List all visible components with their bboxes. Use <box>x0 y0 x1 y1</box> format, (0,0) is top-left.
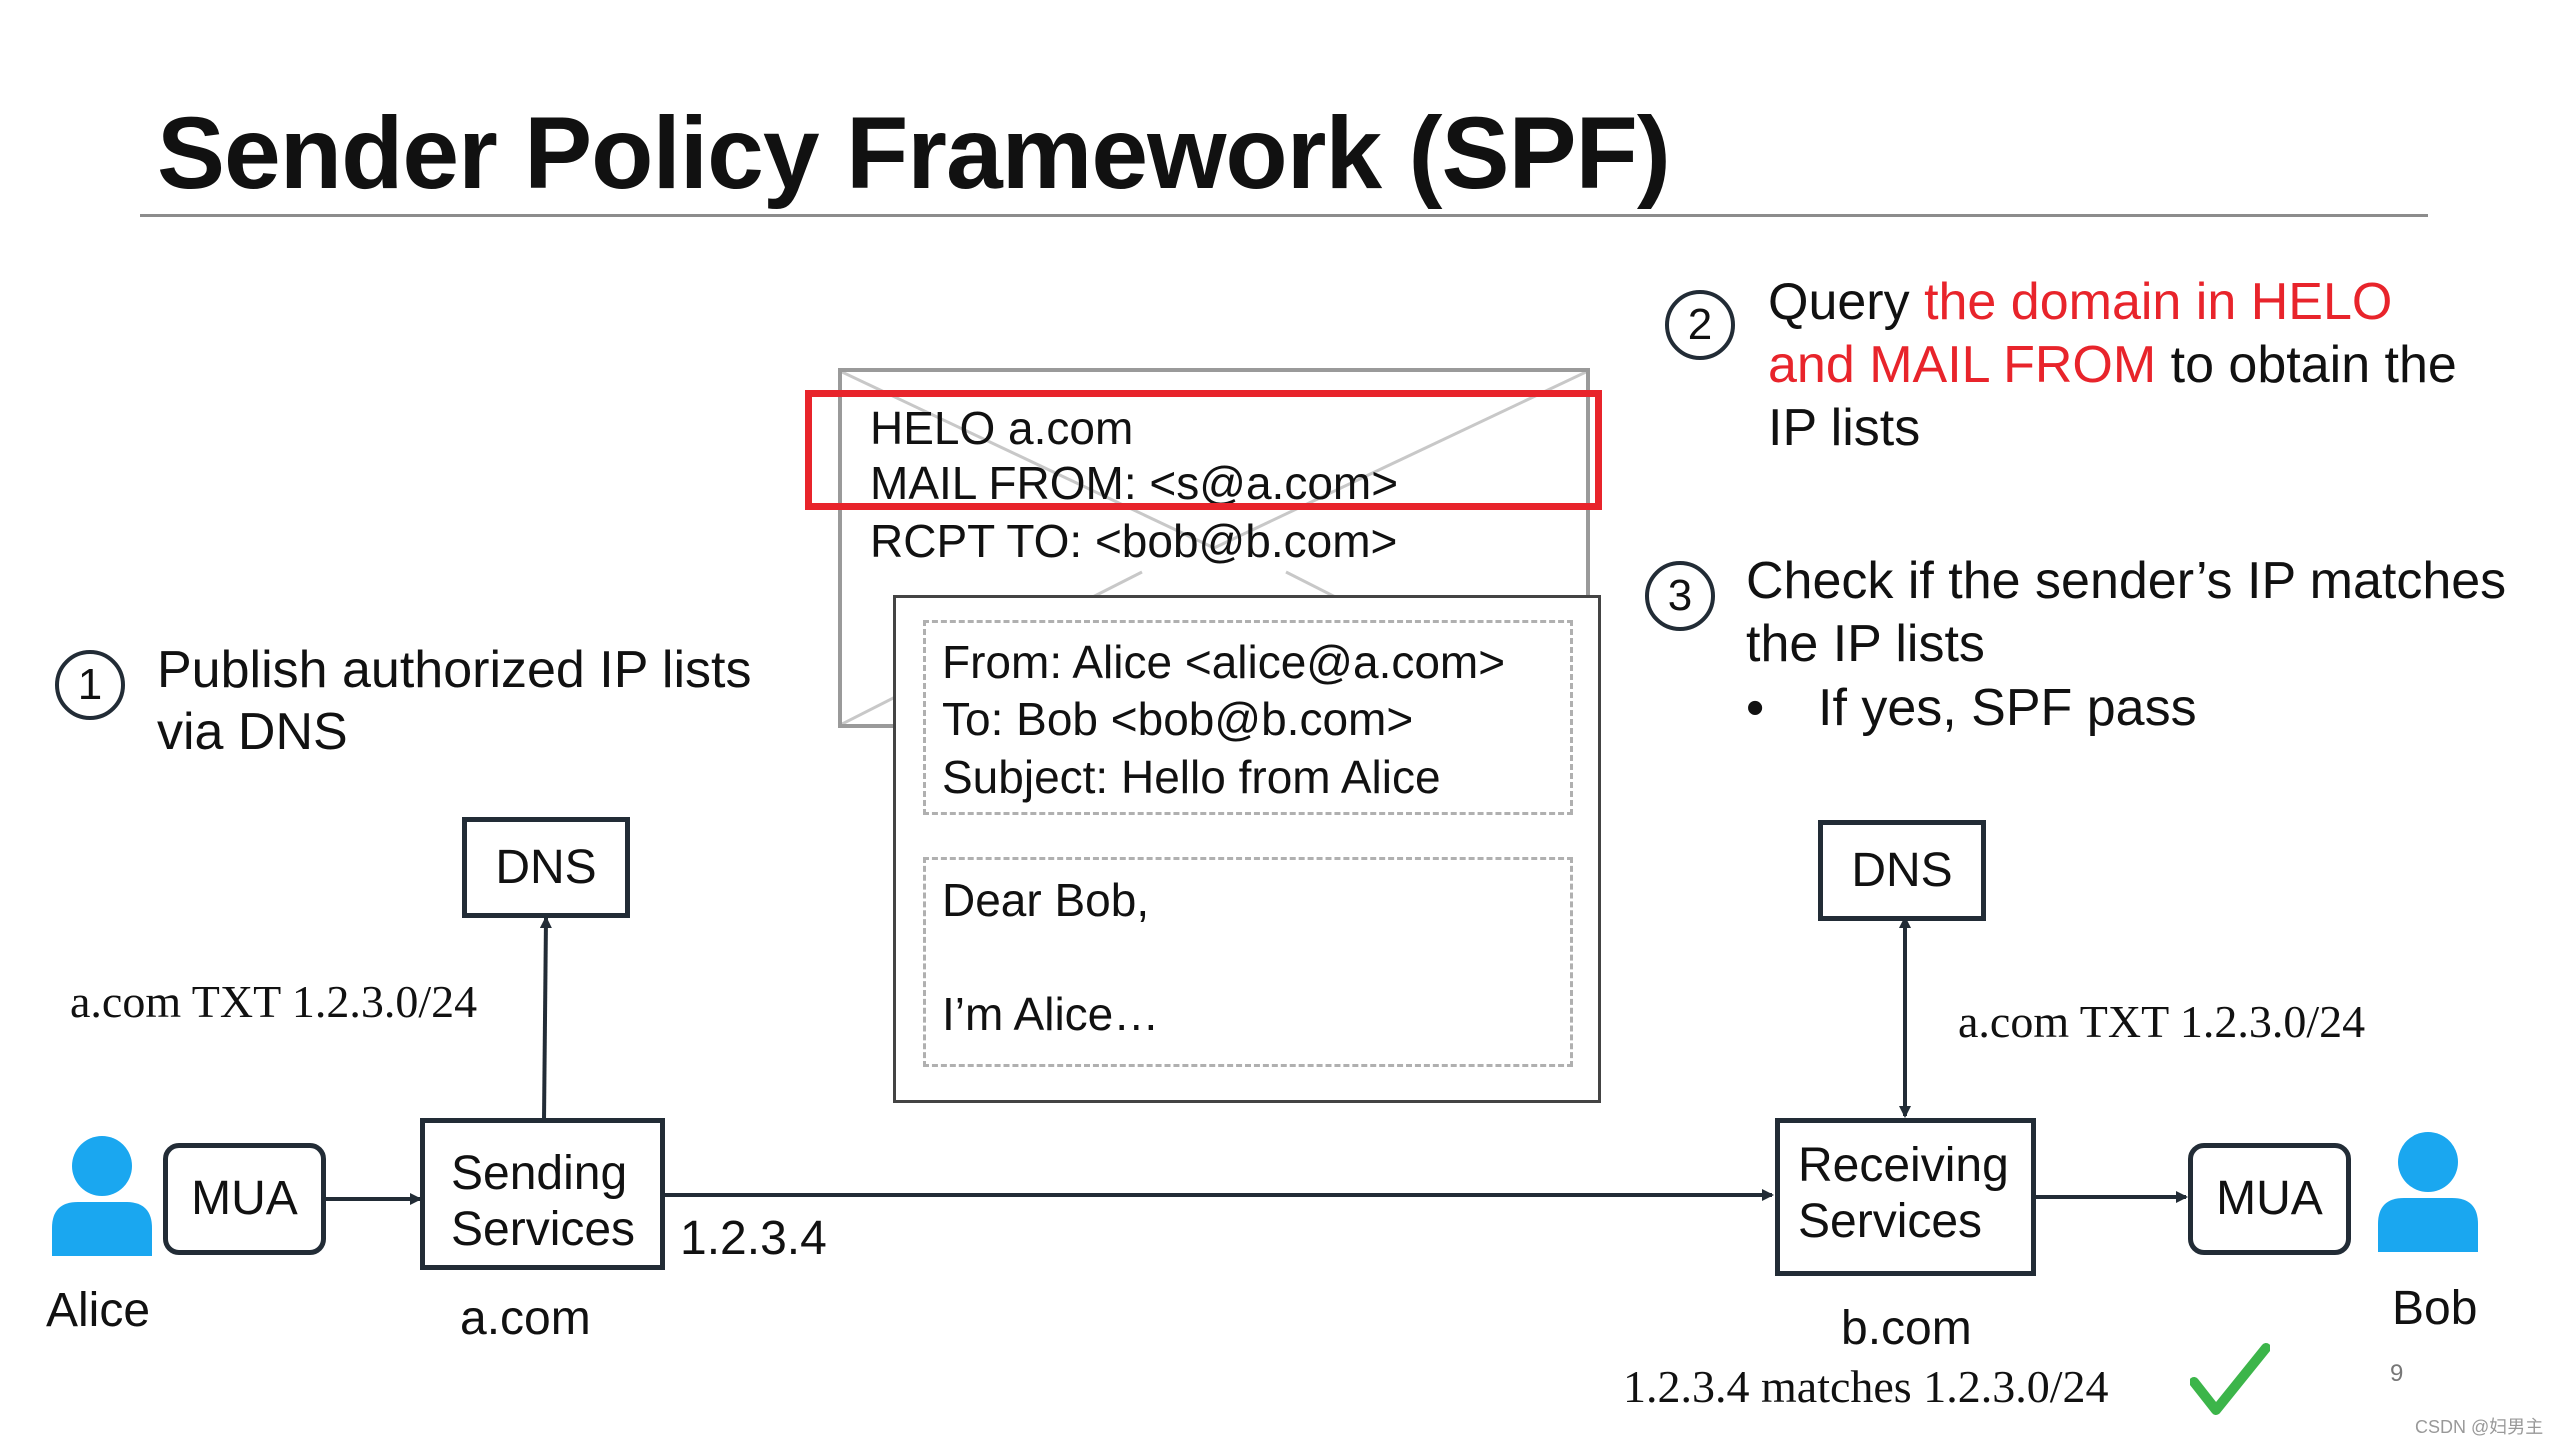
bob-label: Bob <box>2392 1282 2478 1335</box>
email-body-section <box>923 857 1573 1067</box>
receiving-domain: b.com <box>1841 1302 1972 1355</box>
bob-mua-box: MUA <box>2188 1143 2351 1255</box>
bob-person-icon <box>2378 1132 2478 1252</box>
alice-label: Alice <box>46 1284 151 1337</box>
title-divider <box>140 214 2428 217</box>
page-title: Sender Policy Framework (SPF) <box>157 96 1671 210</box>
alice-mua-box: MUA <box>163 1143 326 1255</box>
step-1-line1: Publish authorized IP lists <box>157 641 752 699</box>
receiving-services-line1: Receiving <box>1798 1139 2009 1192</box>
receiver-txt-record: a.com TXT 1.2.3.0/24 <box>1958 996 2366 1047</box>
step-3-bullet-marker: • <box>1746 679 1765 737</box>
email-letter <box>893 595 1601 1103</box>
sender-txt-record: a.com TXT 1.2.3.0/24 <box>70 976 478 1027</box>
email-from: From: Alice <alice@a.com> <box>942 636 1506 688</box>
helo-mailfrom-highlight <box>805 390 1602 510</box>
step-2-line2: and MAIL FROM to obtain the <box>1768 336 2457 394</box>
email-header-section <box>923 620 1573 815</box>
sending-services-line1: Sending <box>451 1147 628 1200</box>
email-subject: Subject: Hello from Alice <box>942 751 1441 803</box>
receiving-services-line2: Services <box>1798 1195 1983 1248</box>
step-3-line2: the IP lists <box>1746 615 1985 673</box>
arrow-sending-to-dns <box>539 916 552 1121</box>
step-2-line1: Query the domain in HELO <box>1768 273 2393 331</box>
checkmark-icon <box>2190 1343 2270 1415</box>
receiver-dns-box: DNS <box>1818 820 1986 921</box>
alice-person-icon <box>52 1136 152 1256</box>
step-2-badge: 2 <box>1665 290 1735 360</box>
email-body: I’m Alice… <box>942 988 1160 1040</box>
step-3-line1: Check if the sender’s IP matches <box>1746 552 2507 610</box>
sending-services-line2: Services <box>451 1203 636 1256</box>
receiving-services-box: Receiving Services <box>1775 1118 2036 1276</box>
sender-ip: 1.2.3.4 <box>680 1212 827 1265</box>
sender-dns-box: DNS <box>462 817 630 918</box>
envelope-mail-from: MAIL FROM: <s@a.com> <box>870 457 1399 509</box>
step-2-line3: IP lists <box>1768 399 1921 457</box>
sending-services-box: Sending Services <box>420 1118 665 1270</box>
sending-domain: a.com <box>460 1292 591 1345</box>
ip-match-text: 1.2.3.4 matches 1.2.3.0/24 <box>1623 1361 2109 1412</box>
watermark: CSDN @妇男主任 <box>2415 1417 2544 1436</box>
step-1-badge: 1 <box>55 650 125 720</box>
envelope-helo: HELO a.com <box>870 402 1134 454</box>
envelope-rcpt-to: RCPT TO: <bob@b.com> <box>870 515 1398 567</box>
page-number: 9 <box>2390 1360 2404 1387</box>
email-greeting: Dear Bob, <box>942 874 1150 926</box>
email-to: To: Bob <bob@b.com> <box>942 693 1414 745</box>
step-3-bullet-text: If yes, SPF pass <box>1818 679 2197 737</box>
step-1-line2: via DNS <box>157 703 348 761</box>
step-3-badge: 3 <box>1645 561 1715 631</box>
